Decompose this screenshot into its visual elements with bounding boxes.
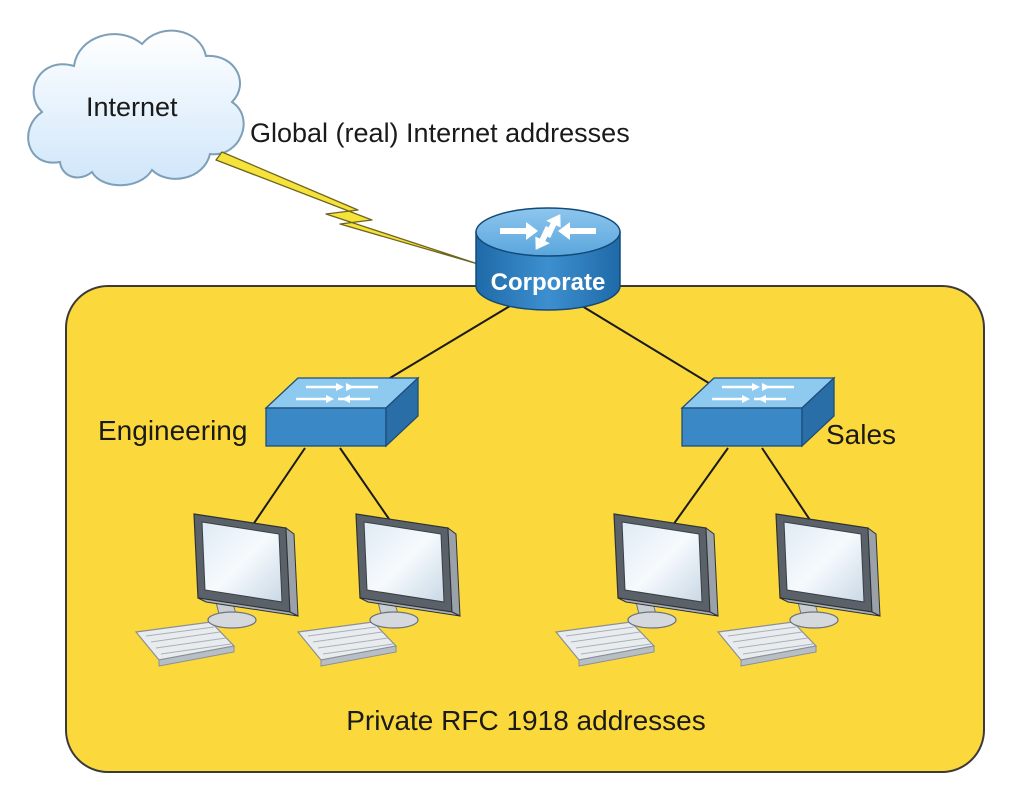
switch-sales: [680, 376, 836, 448]
switch-engineering-label: Engineering: [98, 415, 247, 446]
router-label: Corporate: [491, 269, 606, 296]
link-sales-pc1: [667, 447, 729, 533]
wan-link-label: Global (real) Internet addresses: [250, 118, 630, 148]
router-corporate: Corporate: [475, 207, 621, 311]
private-network-label: Private RFC 1918 addresses: [346, 705, 706, 736]
link-engineering-pc1: [247, 447, 306, 533]
wan-lightning-link: [215, 151, 479, 265]
link-engineering-pc2: [339, 447, 399, 533]
internet-label: Internet: [86, 92, 178, 122]
router-arrows-icon: [500, 214, 596, 250]
switch-engineering: [264, 376, 420, 448]
link-sales-pc2: [761, 447, 819, 533]
internet-cloud: Internet: [27, 29, 245, 187]
switch-sales-label: Sales: [826, 419, 896, 450]
